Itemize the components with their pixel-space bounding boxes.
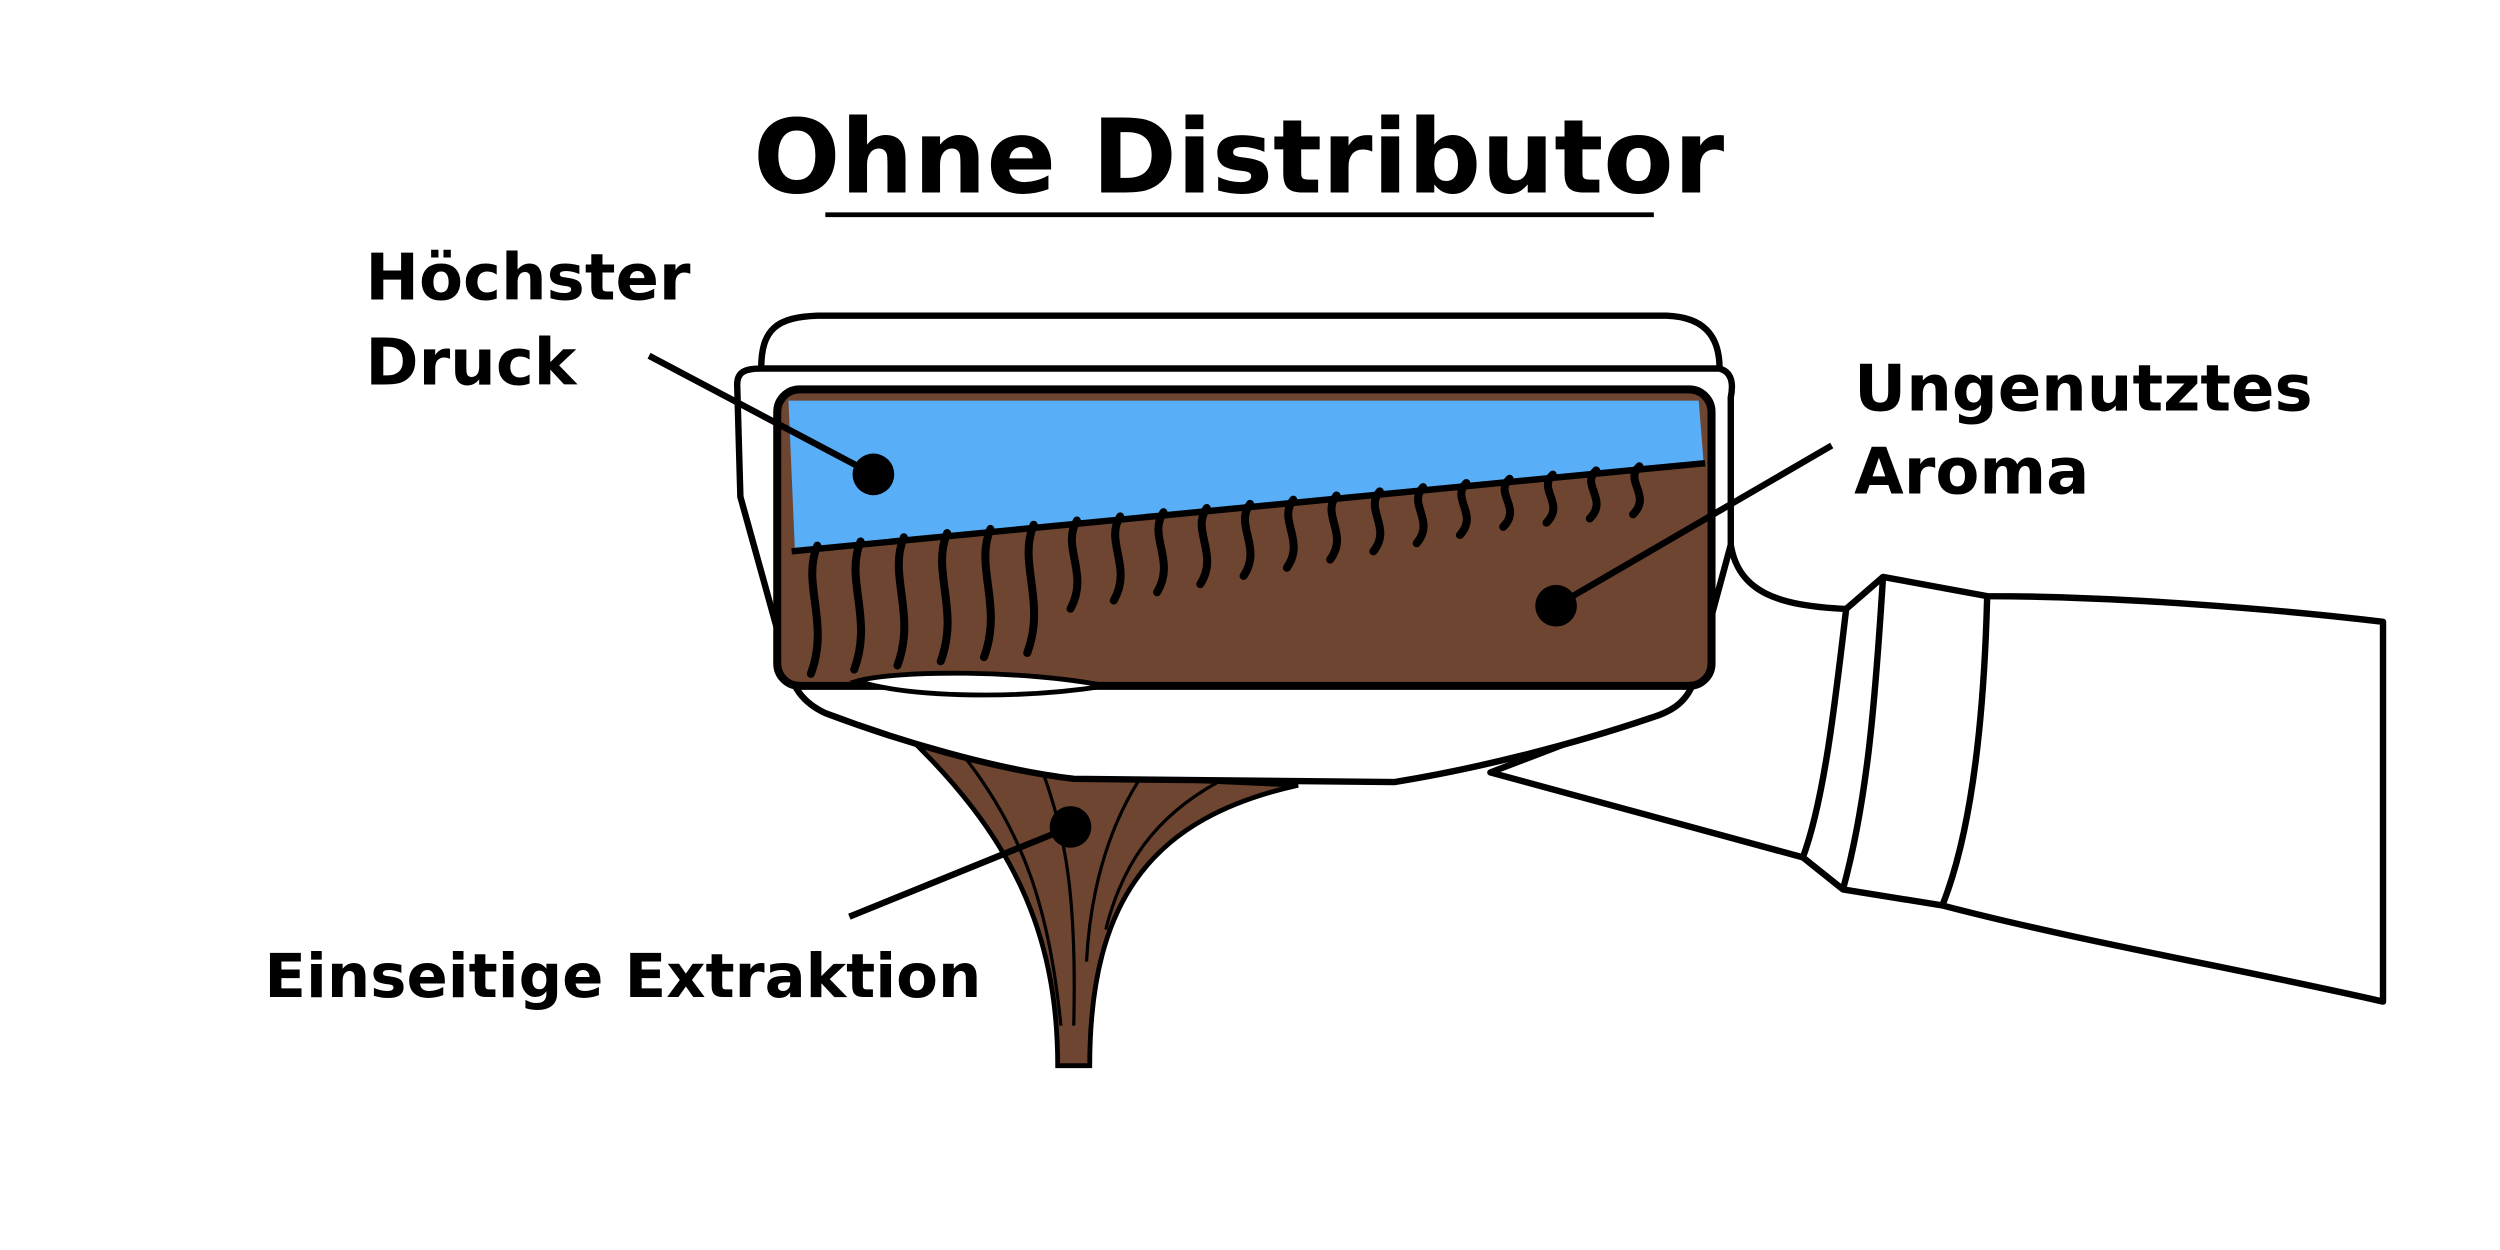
marker-dot [1049,806,1092,848]
label-extraction: Einseitige Extraktion [264,941,981,1012]
channel-streak [979,524,995,662]
channel-streak [1282,495,1298,572]
callout-pressure: Höchster Druck [365,242,895,496]
diagram-title: Ohne Distributor [753,98,1724,217]
channel-streak [1455,478,1471,540]
label-pressure-1: Höchster [365,242,691,316]
channel-streak [1196,504,1212,589]
callout-extraction: Einseitige Extraktion [264,806,1092,1012]
dry-pocket [848,670,1107,698]
channel-streak [936,529,952,666]
label-aroma-2: Aroma [1854,436,2089,510]
stream-lines [960,752,1219,1026]
channel-streak [1412,483,1428,548]
channel-streak [850,537,865,674]
marker-dot [852,453,895,496]
label-aroma-1: Ungenutztes [1854,352,2312,426]
channel-streak [1066,516,1082,613]
channel-streak [1499,474,1515,531]
channel-streak [1369,487,1385,556]
channel-streak [1585,466,1601,523]
coffee-stream [897,729,1299,1069]
water-layer [788,400,1704,550]
channel-streak [1326,491,1341,564]
marker-dot [1535,584,1577,627]
channel-streak [1239,499,1255,580]
channel-streak [1542,470,1558,527]
channel-streak [1109,512,1125,605]
label-pressure-2: Druck [365,327,577,401]
channel-streak [1629,462,1644,519]
channel-streak [1023,520,1039,657]
channel-streak [1153,508,1168,597]
callout-aroma: Ungenutztes Aroma [1535,352,2313,627]
channel-streak [893,533,909,670]
channel-streak [806,541,822,678]
channeling-streaks [806,462,1644,678]
